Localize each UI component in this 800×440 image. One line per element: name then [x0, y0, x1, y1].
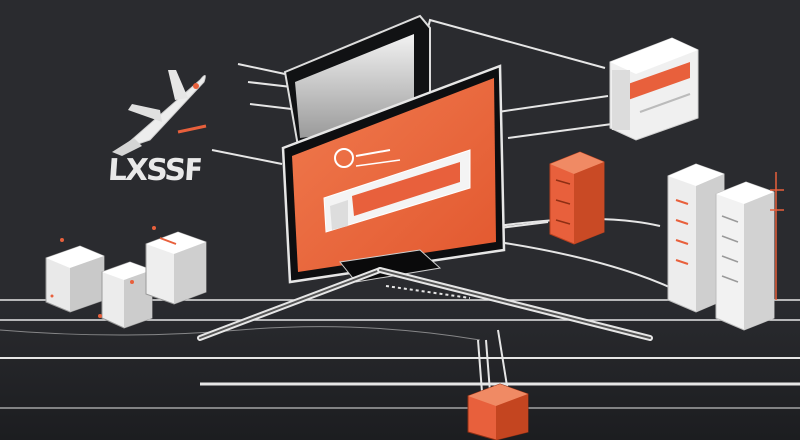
package-box-icon	[101, 261, 153, 329]
router-device-icon	[609, 37, 699, 141]
package-box-icon	[467, 329, 529, 440]
airplane-icon	[112, 70, 207, 156]
package-box-icon	[145, 231, 207, 305]
accent-dots	[50, 226, 156, 318]
signage-text: LXSSF	[106, 154, 202, 188]
monitor-icon	[197, 64, 653, 341]
orange-cabinet-icon	[549, 151, 605, 245]
package-box-icon	[45, 245, 105, 313]
server-tower-icon	[715, 172, 784, 331]
